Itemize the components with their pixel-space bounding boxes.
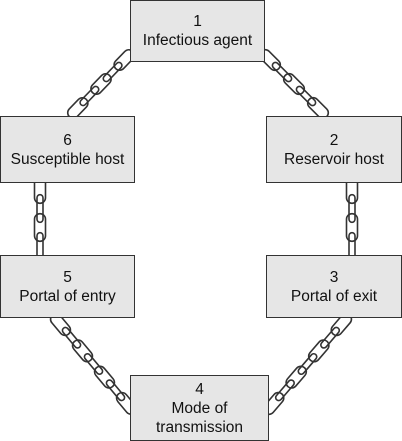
step-3-number: 3: [329, 268, 339, 286]
chain-link: [271, 61, 293, 83]
chain-link-5-4: [49, 312, 138, 416]
chain-link: [345, 212, 359, 243]
step-1-number: 1: [193, 13, 202, 30]
chain-link: [90, 72, 112, 96]
chain-link: [33, 212, 47, 243]
chain-link: [83, 352, 104, 376]
chain-link: [105, 379, 126, 402]
step-1-infectious-agent: 1 Infectious agent: [130, 0, 265, 62]
chain-link-1-2: [258, 48, 330, 120]
chain-link: [102, 61, 123, 83]
step-6-susceptible-host: 6 Susceptible host: [0, 116, 135, 183]
step-2-reservoir-host: 2 Reservoir host: [266, 116, 402, 183]
step-6-label: Susceptible host: [10, 150, 125, 168]
chain-link: [348, 193, 356, 224]
step-4-number: 4: [195, 380, 204, 398]
chain-link-2-3: [345, 174, 359, 262]
step-3-label: Portal of exit: [290, 287, 378, 305]
chain-link-4-3: [262, 312, 353, 416]
chain-link: [93, 365, 116, 389]
step-2-number: 2: [329, 131, 339, 149]
chain-link: [282, 72, 306, 96]
step-3-portal-of-exit: 3 Portal of exit: [266, 255, 402, 318]
chain-link: [274, 379, 295, 402]
chain-link-6-5: [33, 174, 47, 262]
step-5-portal-of-entry: 5 Portal of entry: [0, 255, 135, 318]
step-2-label: Reservoir host: [284, 150, 384, 168]
step-4-mode-of-transmission: 4 Mode of transmission: [130, 375, 269, 441]
chain-link: [61, 326, 82, 349]
step-5-label: Portal of entry: [19, 287, 116, 305]
chain-link: [285, 365, 308, 389]
step-1-label: Infectious agent: [142, 32, 253, 49]
step-4-label: Mode of transmission: [156, 399, 243, 436]
chain-link: [297, 352, 318, 376]
step-5-number: 5: [63, 268, 72, 286]
chain-link: [295, 85, 317, 107]
chain-link: [307, 339, 330, 363]
chain-link: [320, 326, 341, 349]
chain-link: [36, 193, 44, 224]
chain-link: [79, 85, 100, 107]
step-6-number: 6: [63, 131, 72, 149]
chain-link-1-6: [66, 48, 136, 120]
chain-link: [71, 339, 94, 363]
